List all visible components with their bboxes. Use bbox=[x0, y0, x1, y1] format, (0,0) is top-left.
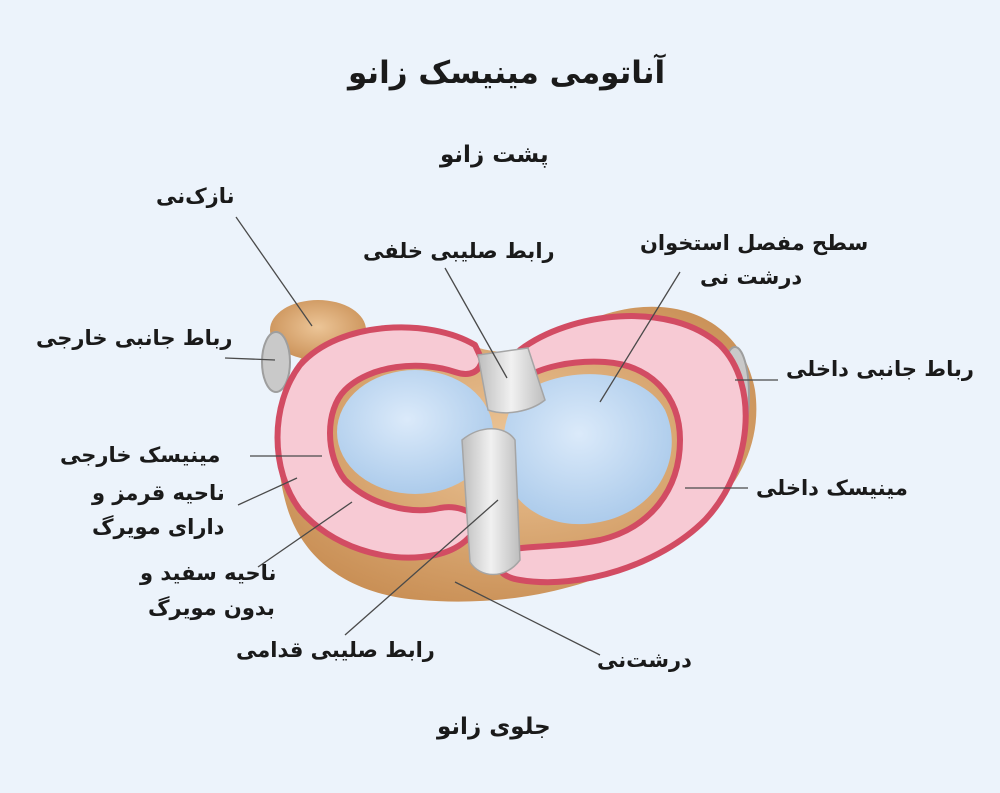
white-zone-label-line2: بدون مویرگ bbox=[148, 596, 275, 620]
orientation-top-label: پشت زانو bbox=[440, 142, 549, 168]
lateral-collateral-leader bbox=[224, 357, 276, 361]
anterior-cruciate-ligament-shape bbox=[461, 428, 521, 576]
tibial-surface-label-line1: سطح مفصل استخوان bbox=[640, 231, 869, 255]
tibia-leader bbox=[454, 581, 601, 656]
red-zone-label-line1: ناحیه قرمز و bbox=[92, 481, 225, 505]
fibula-label: نازک‌نی bbox=[156, 184, 235, 208]
white-zone-leader bbox=[257, 501, 353, 568]
medial-articular-surface bbox=[503, 374, 672, 525]
red-zone-leader bbox=[237, 477, 298, 506]
leader-lines bbox=[224, 216, 778, 656]
tibial-surface-leader bbox=[599, 271, 681, 403]
white-zone-label-line1: ناحیه سفید و bbox=[140, 561, 277, 585]
medial-meniscus-label: مینیسک داخلی bbox=[756, 476, 908, 500]
lateral-articular-surface bbox=[337, 370, 493, 494]
posterior-cruciate-label: رابط صلیبی خلفی bbox=[363, 239, 555, 263]
anterior-cruciate-label: رابط صلیبی قدامی bbox=[236, 638, 435, 662]
fibula-leader bbox=[235, 216, 313, 327]
red-zone-label-line2: دارای مویرگ bbox=[92, 515, 225, 539]
medial-collateral-label: رباط جانبی داخلی bbox=[786, 357, 974, 381]
tibial-surface-label-line2: درشت نی bbox=[700, 265, 803, 289]
tibia-label: درشت‌نی bbox=[597, 648, 692, 672]
posterior-cruciate-ligament-shape bbox=[477, 347, 546, 414]
lateral-meniscus-label: مینیسک خارجی bbox=[60, 443, 221, 467]
lateral-collateral-ligament bbox=[261, 331, 291, 393]
orientation-bottom-label: جلوی زانو bbox=[437, 714, 551, 740]
anterior-cruciate-leader bbox=[344, 499, 499, 636]
lateral-collateral-label: رباط جانبی خارجی bbox=[36, 326, 233, 350]
posterior-cruciate-leader bbox=[444, 267, 508, 379]
page-title: آناتومی مینیسک زانو bbox=[348, 55, 666, 91]
